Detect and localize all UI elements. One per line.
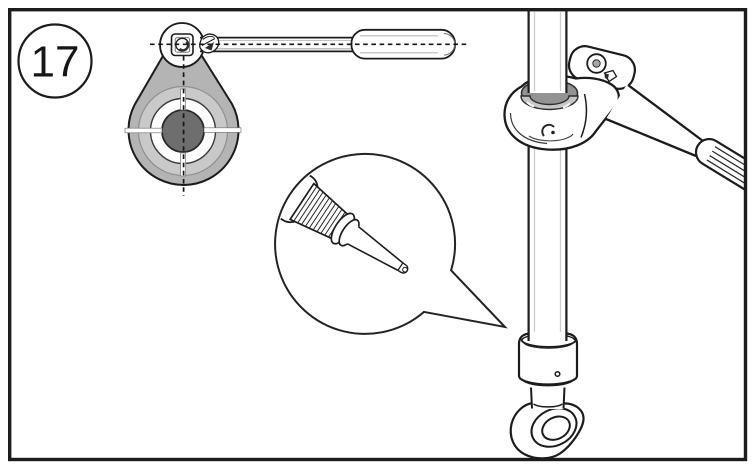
callout-bubble-outline xyxy=(274,152,508,335)
adhesive-bottle-icon xyxy=(277,156,409,274)
clevis-neck xyxy=(530,387,566,409)
lower-collar xyxy=(517,332,579,386)
ratchet-side-view xyxy=(503,10,744,209)
lower-collar-assembly xyxy=(509,332,585,460)
ratchet-top-view xyxy=(150,22,467,196)
ratchet-grip xyxy=(694,138,744,209)
ratchet-handle-shaft xyxy=(605,84,704,158)
clamp-slit-left xyxy=(124,127,163,134)
step-number-badge: 17 xyxy=(17,23,93,99)
collar-pin-hole xyxy=(554,370,561,378)
bottle-nozzle xyxy=(346,226,404,272)
clevis-eye xyxy=(530,407,578,448)
step-number: 17 xyxy=(31,38,80,87)
clamp-slit-right xyxy=(203,127,242,133)
frame-border xyxy=(7,7,748,462)
clamp-top-view xyxy=(124,52,242,186)
callout-bubble xyxy=(274,152,508,335)
nozzle-tip-opening xyxy=(402,266,408,273)
